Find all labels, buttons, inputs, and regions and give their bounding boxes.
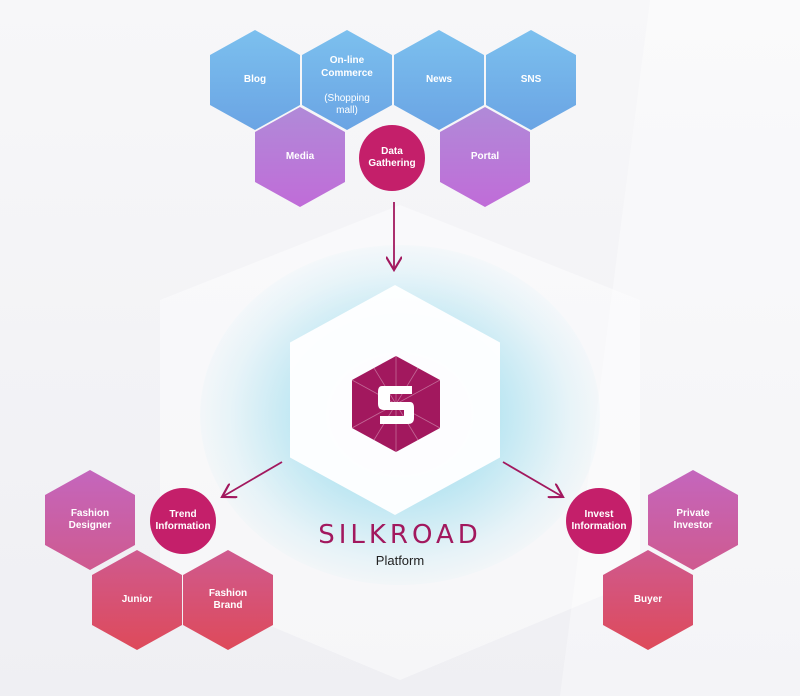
source-online-commerce-label: On-line Commerce [321,55,373,79]
brand-name: SILKROAD [318,520,482,550]
source-sns-label: SNS [520,73,542,85]
invest-information-label: Invest Information [571,508,627,533]
target-junior: Junior [92,550,182,650]
target-fashion-brand: Fashion Brand [183,550,273,650]
target-private-investor-label: Private Investor [673,507,713,532]
trend-information-node: Trend Information [150,488,216,554]
invest-information-node: Invest Information [566,488,632,554]
data-gathering-label: Data Gathering [368,145,416,170]
data-gathering-node: Data Gathering [359,125,425,191]
trend-information-label: Trend Information [155,508,211,533]
source-blog-label: Blog [243,73,267,85]
source-online-commerce-sub: (Shopping mall) [324,92,370,117]
target-fashion-designer-label: Fashion Designer [68,507,112,532]
silkroad-logo [352,356,440,452]
platform-label: Platform [375,553,425,568]
target-buyer-label: Buyer [633,593,663,605]
source-media-label: Media [285,150,315,162]
source-portal-label: Portal [470,150,500,162]
target-buyer: Buyer [603,550,693,650]
source-news-label: News [425,73,453,85]
target-fashion-brand-label: Fashion Brand [208,587,248,612]
target-junior-label: Junior [121,593,153,605]
